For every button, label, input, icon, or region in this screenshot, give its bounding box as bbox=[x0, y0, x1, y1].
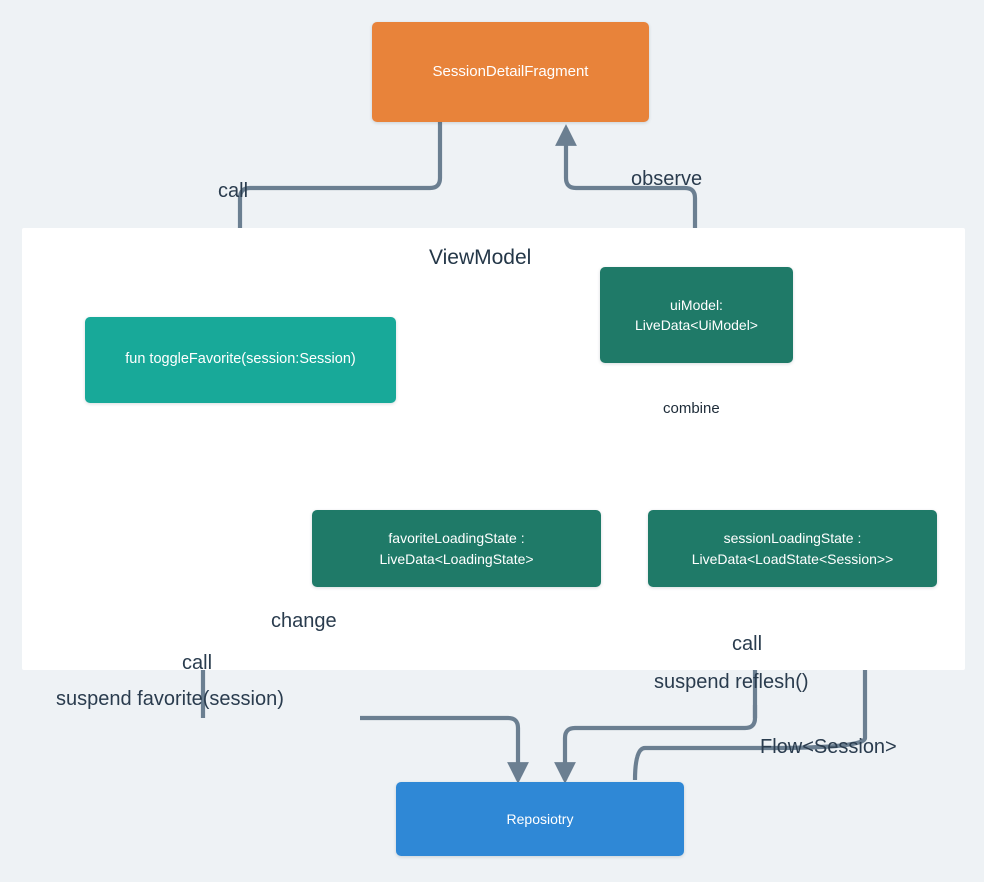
edge-label-change: change bbox=[271, 610, 337, 632]
viewmodel-title: ViewModel bbox=[429, 246, 532, 269]
node-favorite-loading-state[interactable]: favoriteLoadingState : LiveData<LoadingS… bbox=[312, 510, 601, 587]
edge-label-suspend-reflesh: suspend reflesh() bbox=[654, 671, 809, 693]
viewmodel-panel bbox=[22, 228, 965, 670]
edge-label-flow-session: Flow<Session> bbox=[760, 736, 897, 758]
edge-label-combine: combine bbox=[663, 400, 720, 417]
node-repository[interactable]: Reposiotry bbox=[396, 782, 684, 856]
edge-suspend-reflesh-to-repo bbox=[554, 705, 758, 784]
edge-suspend-favorite-to-repo bbox=[360, 715, 529, 784]
node-session-loading-state[interactable]: sessionLoadingState : LiveData<LoadState… bbox=[648, 510, 937, 587]
edge-label-call-toggle-from-repo: call bbox=[182, 652, 213, 674]
node-session-detail-fragment[interactable]: SessionDetailFragment bbox=[372, 22, 649, 122]
node-toggle-favorite[interactable]: fun toggleFavorite(session:Session) bbox=[85, 317, 396, 403]
edge-label-suspend-favorite: suspend favorite(session) bbox=[56, 688, 284, 710]
edge-label-call-fragment-to-toggle: call bbox=[218, 180, 249, 202]
edge-label-call-session-state: call bbox=[732, 633, 763, 655]
node-ui-model[interactable]: uiModel: LiveData<UiModel> bbox=[600, 267, 793, 363]
edge-label-observe: observe bbox=[631, 168, 703, 190]
